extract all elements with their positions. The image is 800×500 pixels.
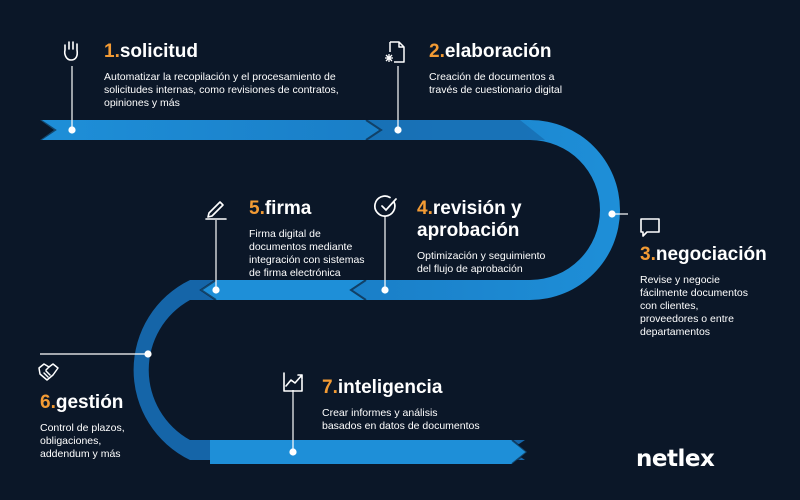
desc-line: obligaciones, — [40, 435, 102, 447]
step-number: 7. — [322, 377, 338, 398]
road-chevron — [39, 119, 57, 141]
netlex-logo: netlex — [636, 446, 715, 472]
chart-icon — [283, 372, 303, 392]
step-title-text: negociación — [655, 244, 767, 265]
step-title: 7.inteligencia — [322, 377, 542, 399]
step-description: Optimización y seguimiento del flujo de … — [417, 250, 587, 276]
step-elaboracion: 2.elaboración Creación de documentos a t… — [429, 41, 629, 97]
step-number: 3. — [640, 244, 656, 265]
step-title: 5.firma — [249, 198, 389, 220]
desc-line: fácilmente documentos — [640, 287, 748, 299]
step-number: 4. — [417, 198, 433, 219]
step-number: 2. — [429, 41, 445, 62]
road-segment-top — [40, 120, 620, 300]
step-title-text: inteligencia — [337, 377, 443, 398]
step-description: Firma digital de documentos mediante int… — [249, 228, 389, 280]
step-firma: 5.firma Firma digital de documentos medi… — [249, 198, 389, 280]
desc-line: Revise y negocie — [640, 274, 720, 286]
desc-line: Automatizar la recopilación y el procesa… — [104, 71, 336, 83]
chat-bubble-icon — [640, 218, 660, 237]
desc-line: Control de plazos, — [40, 422, 125, 434]
step-title-text: solicitud — [119, 41, 198, 62]
step-number: 1. — [104, 41, 120, 62]
desc-line: Firma digital de — [249, 228, 321, 240]
road-segment-middle — [200, 280, 365, 300]
step-title-text: aprobación — [417, 220, 520, 241]
desc-line: solicitudes internas, como revisiones de… — [104, 84, 339, 96]
desc-line: Creación de documentos a — [429, 71, 555, 83]
connectors — [40, 66, 628, 456]
step-title: 6.gestión — [40, 392, 160, 414]
desc-line: de firma electrónica — [249, 267, 341, 279]
desc-line: documentos mediante — [249, 241, 353, 253]
step-title-text: revisión y — [432, 198, 522, 219]
step-negociacion: 3.negociación Revise y negocie fácilment… — [640, 244, 790, 339]
step-title: 3.negociación — [640, 244, 790, 266]
handshake-icon — [38, 363, 59, 381]
desc-line: del flujo de aprobación — [417, 263, 523, 275]
road-shade-top — [368, 120, 545, 140]
road-chevron — [365, 119, 383, 141]
pen-icon — [205, 201, 227, 220]
desc-line: addendum y más — [40, 448, 121, 460]
step-title-text: elaboración — [444, 41, 552, 62]
desc-line: departamentos — [640, 326, 711, 338]
desc-line: integración con sistemas — [249, 254, 365, 266]
step-title: 2.elaboración — [429, 41, 629, 63]
road-chevron — [349, 279, 367, 301]
step-title-text: firma — [264, 198, 312, 219]
step-description: Control de plazos, obligaciones, addendu… — [40, 422, 160, 461]
desc-line: con clientes, — [640, 300, 699, 312]
step-description: Crear informes y análisis basados en dat… — [322, 407, 542, 433]
process-road — [39, 119, 620, 465]
step-gestion: 6.gestión Control de plazos, obligacione… — [40, 392, 160, 461]
desc-line: basados en datos de documentos — [322, 420, 480, 432]
desc-line: Crear informes y análisis — [322, 407, 438, 419]
step-description: Automatizar la recopilación y el procesa… — [104, 71, 374, 110]
step-description: Revise y negocie fácilmente documentos c… — [640, 274, 790, 339]
raised-hand-icon — [63, 41, 79, 61]
step-number: 6. — [40, 392, 56, 413]
step-inteligencia: 7.inteligencia Crear informes y análisis… — [322, 377, 542, 433]
desc-line: proveedores o entre — [640, 313, 734, 325]
step-description: Creación de documentos a través de cuest… — [429, 71, 629, 97]
step-number: 5. — [249, 198, 265, 219]
desc-line: través de cuestionario digital — [429, 84, 563, 96]
desc-line: opiniones y más — [104, 97, 180, 109]
desc-line: Optimización y seguimiento — [417, 250, 546, 262]
road-segment-bottom — [210, 440, 527, 464]
check-circle-icon — [374, 195, 397, 217]
road-chevron — [511, 439, 529, 465]
step-title-text: gestión — [55, 392, 124, 413]
document-star-icon — [385, 41, 405, 63]
step-solicitud: 1.solicitud Automatizar la recopilación … — [104, 41, 374, 110]
road-chevron — [199, 279, 217, 301]
road-segment-left-curve — [133, 280, 526, 460]
step-title: 1.solicitud — [104, 41, 374, 63]
